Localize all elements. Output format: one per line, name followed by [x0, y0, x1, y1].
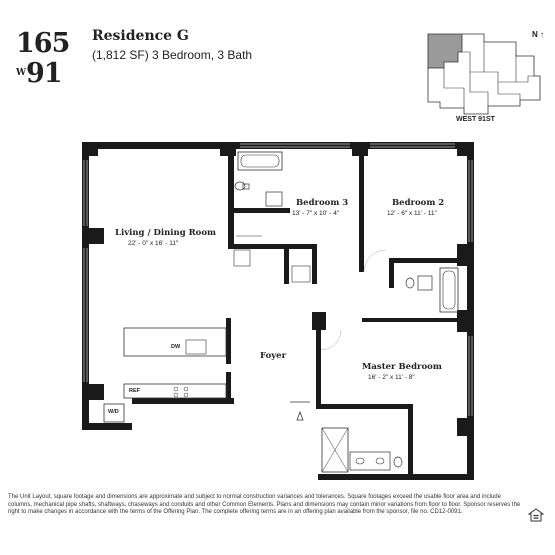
wall-closet: [228, 244, 312, 249]
north-compass-icon: N ↑: [532, 30, 545, 39]
wall-bottom-left: [82, 423, 132, 430]
wall-bed2-bath: [389, 258, 467, 263]
wall-left: [82, 142, 89, 430]
room-dims-bedroom2: 12' - 6" x 11' - 11": [387, 210, 437, 217]
cooktop-burner: [173, 392, 179, 398]
wall-foyer-master: [316, 312, 321, 404]
room-dims-master: 16' - 2" x 11' - 8": [368, 374, 415, 381]
wall-closet-right: [312, 244, 317, 284]
entry-arrow-icon: [296, 410, 304, 421]
equal-housing-icon: [528, 508, 544, 522]
wall-foyer-left: [226, 318, 231, 364]
logo-street: 91: [26, 58, 63, 89]
logo-w: W: [16, 68, 27, 78]
room-name-master: Master Bedroom: [362, 362, 442, 372]
residence-subtitle: (1,812 SF) 3 Bedroom, 3 Bath: [92, 48, 253, 62]
room-dims-living: 22' - 0" x 16' - 11": [128, 240, 179, 247]
wall-bed3-bed2: [359, 148, 364, 272]
cooktop-burner: [173, 386, 179, 392]
legal-disclaimer: The Unit Layout, square footage and dime…: [8, 494, 521, 516]
wall-closet-side: [284, 244, 289, 284]
column: [457, 142, 474, 156]
wall-kitchen-bath: [228, 148, 234, 246]
sink-icon: [265, 191, 283, 207]
wall-bath-bottom: [228, 208, 290, 213]
toilet-icon: [234, 181, 246, 191]
column: [457, 418, 474, 436]
wall-master-top: [362, 318, 467, 322]
wall-master-bath: [408, 404, 413, 476]
logo-number: 165: [16, 28, 70, 59]
toilet-icon: [405, 277, 415, 289]
refrigerator-label: REF: [129, 388, 140, 394]
cooktop-burner: [183, 392, 189, 398]
room-name-living: Living / Dining Room: [115, 228, 217, 238]
shower: [321, 427, 349, 473]
key-plan-diagram: [427, 33, 541, 115]
street-label: WEST 91ST: [456, 116, 495, 123]
washer-dryer-label: W/D: [108, 409, 119, 415]
wall-kitchen-end: [226, 372, 231, 402]
bathtub: [439, 267, 459, 313]
building-logo: 165 W 91: [16, 30, 76, 92]
wall-top: [82, 142, 474, 149]
bathtub: [237, 151, 283, 171]
sink-icon: [417, 275, 433, 291]
room-name-foyer: Foyer: [260, 351, 287, 361]
cooktop-burner: [183, 386, 189, 392]
room-name-bedroom2: Bedroom 2: [392, 198, 445, 208]
kitchen-counter: [123, 383, 227, 399]
double-vanity: [349, 451, 391, 471]
dishwasher-label: DW: [171, 344, 181, 350]
wall-master-closet: [316, 404, 412, 409]
kitchen-island: [123, 327, 227, 357]
compass-label: N: [532, 30, 538, 39]
residence-title: Residence G: [92, 28, 189, 44]
column: [82, 228, 104, 244]
wall-bed2-bath-side: [389, 258, 394, 288]
room-name-bedroom3: Bedroom 3: [296, 198, 349, 208]
wall-bottom-mid: [132, 398, 234, 404]
key-plan-highlight: [427, 33, 463, 69]
column: [82, 142, 98, 156]
room-dims-bedroom3: 13' - 7" x 10' - 4": [292, 210, 340, 217]
toilet-icon: [393, 456, 403, 468]
column: [82, 384, 104, 400]
washer-dryer: [103, 403, 125, 423]
wall-bottom-right: [318, 474, 474, 480]
